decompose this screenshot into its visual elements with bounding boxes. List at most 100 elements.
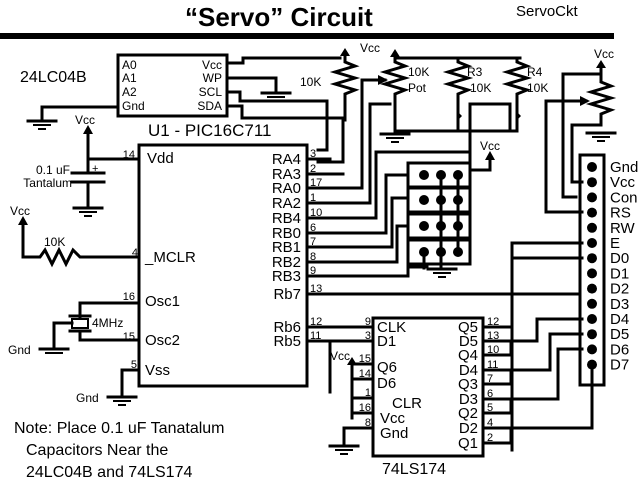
lcd-pin-icon — [587, 177, 597, 188]
vcc-label: Vcc — [10, 204, 30, 218]
mcu-pin-label: RB1 — [272, 239, 301, 256]
latch-pin-label: D5 — [459, 333, 478, 350]
latch-pin-number: 15 — [359, 353, 371, 365]
ground-icon — [72, 206, 104, 217]
mcu-pin-number: 6 — [310, 222, 316, 234]
svg-text:Vss: Vss — [145, 362, 170, 379]
latch-pin-label: D3 — [459, 391, 478, 408]
jumper-header[interactable] — [406, 212, 472, 240]
svg-text:Osc2: Osc2 — [145, 332, 180, 349]
vcc-label: Vcc — [360, 41, 380, 55]
lcd-pin-label: E — [610, 235, 620, 252]
jumper-header[interactable] — [406, 186, 472, 214]
jumper-pin-icon — [419, 221, 429, 231]
latch-pin-number: 14 — [359, 368, 371, 380]
lcd-pin-label: Vcc — [610, 174, 636, 191]
latch-pin-label: Gnd — [380, 425, 408, 442]
eeprom-pin-label: Gnd — [122, 99, 145, 113]
wire — [328, 150, 472, 220]
resistor-r3: R3 10K — [442, 56, 491, 133]
latch-pin-number: 2 — [487, 432, 493, 444]
cap-polarity: + — [92, 163, 98, 175]
mcu-pin-number: 7 — [310, 236, 316, 248]
lcd-pin-icon — [587, 298, 597, 309]
mcu-pin-number: 9 — [310, 265, 316, 277]
pot-value: 10K — [408, 65, 429, 79]
mcu-pin-label: RB4 — [272, 210, 301, 227]
wire — [120, 368, 141, 398]
lcd-pin-label: D4 — [610, 311, 629, 328]
wire — [328, 224, 407, 264]
latch-pin-number: 8 — [365, 417, 371, 429]
note-line-1: Note: Place 0.1 uF Tanatalum — [14, 420, 225, 437]
resistor-name: R4 — [527, 65, 543, 79]
lcd-pin-label: Con — [610, 189, 638, 206]
eeprom-pin-label: SDA — [197, 99, 222, 113]
ground-icon — [106, 395, 138, 406]
wire — [225, 90, 329, 152]
note-line-3: 24LC04B and 74LS174 — [26, 464, 192, 480]
lcd-pin-icon — [587, 283, 597, 294]
jumper-pin-icon — [419, 195, 429, 205]
vcc-arrow-icon — [596, 60, 606, 68]
latch-pin-number: 3 — [365, 330, 371, 342]
latch-pin-label: D4 — [459, 362, 478, 379]
mcu-pin-number: 17 — [310, 177, 322, 189]
lcd-pin-label: D7 — [610, 357, 629, 374]
wire — [225, 76, 278, 94]
cap-type: Tantalum — [23, 176, 72, 190]
latch-pin-number: 7 — [487, 373, 493, 385]
latch-pin-label: Q3 — [458, 376, 478, 393]
mcu-pin-label: RB2 — [272, 254, 301, 271]
lcd-pin-icon — [587, 222, 597, 233]
resistor-value: 10K — [527, 81, 548, 95]
latch-pin-label: Q1 — [458, 435, 478, 452]
latch-chip — [371, 316, 485, 458]
pot-label: Pot — [408, 81, 427, 95]
latch-pin-number: 10 — [487, 344, 499, 356]
lcd-pin-icon — [587, 268, 597, 279]
mcu-pin-label: Rb5 — [273, 333, 301, 350]
wire — [510, 241, 584, 452]
vcc-arrow-icon — [347, 357, 357, 365]
eeprom-name: 24LC04B — [20, 69, 87, 86]
mcu-pin-number: 12 — [310, 316, 322, 328]
resistor-value: 10K — [300, 75, 321, 89]
ground-icon — [379, 132, 411, 143]
ground-icon — [585, 131, 617, 142]
lcd-pin-icon — [587, 329, 597, 340]
resistor-value: 10K — [44, 235, 65, 249]
wire — [328, 198, 372, 205]
switch-icon — [517, 112, 521, 120]
mcu-pin-label: RA4 — [272, 151, 301, 168]
crystal-freq: 4MHz — [92, 316, 123, 330]
wire — [368, 102, 392, 202]
title: “Servo” Circuit — [185, 2, 373, 32]
eeprom-pin-label: Vcc — [202, 58, 222, 72]
lcd-pin-icon — [587, 314, 597, 324]
cap-value: 0.1 uF — [36, 163, 70, 177]
jumper-header[interactable] — [406, 238, 472, 266]
lcd-pin-label: D0 — [610, 250, 629, 267]
wire — [328, 196, 407, 249]
file-label: ServoCkt — [516, 3, 579, 20]
wire — [328, 265, 429, 278]
mcu-pin-label: RA0 — [272, 180, 301, 197]
wire — [328, 183, 364, 190]
lcd-pin-label: Gnd — [610, 159, 638, 176]
svg-text:Osc1: Osc1 — [145, 293, 180, 310]
latch-pin-number: 11 — [487, 359, 498, 371]
lcd-pin-label: D2 — [610, 281, 629, 298]
gnd-label: Gnd — [76, 391, 99, 405]
lcd-pin-label: D3 — [610, 296, 629, 313]
wire — [328, 173, 407, 235]
latch-pin-label: Vcc — [380, 410, 406, 427]
eeprom-pin-label: A1 — [122, 71, 137, 85]
latch-pin-label: Q2 — [458, 405, 478, 422]
resistor-10k-mclr — [21, 222, 141, 268]
mcu-left-pins: 14 Vdd 4 _MCLR 16 Osc1 15 Osc2 5 Vss — [123, 149, 196, 379]
latch-pin-number: 4 — [487, 417, 493, 429]
ground-icon — [426, 267, 458, 278]
